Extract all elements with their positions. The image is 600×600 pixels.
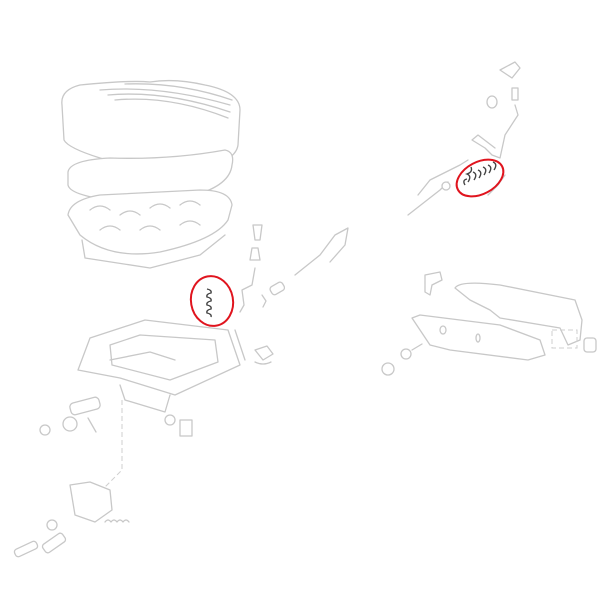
side-trim-panel bbox=[381, 271, 597, 376]
seat-spring-frame bbox=[67, 189, 233, 269]
spring-highlighted bbox=[455, 158, 505, 198]
highlight-circle bbox=[455, 158, 505, 198]
adjuster-lever-assembly bbox=[407, 61, 521, 216]
spring-highlighted bbox=[189, 275, 235, 327]
seat-base-frame bbox=[77, 319, 246, 413]
highlight-circle bbox=[189, 275, 235, 327]
small-parts bbox=[13, 224, 349, 558]
leader-line bbox=[99, 400, 123, 493]
